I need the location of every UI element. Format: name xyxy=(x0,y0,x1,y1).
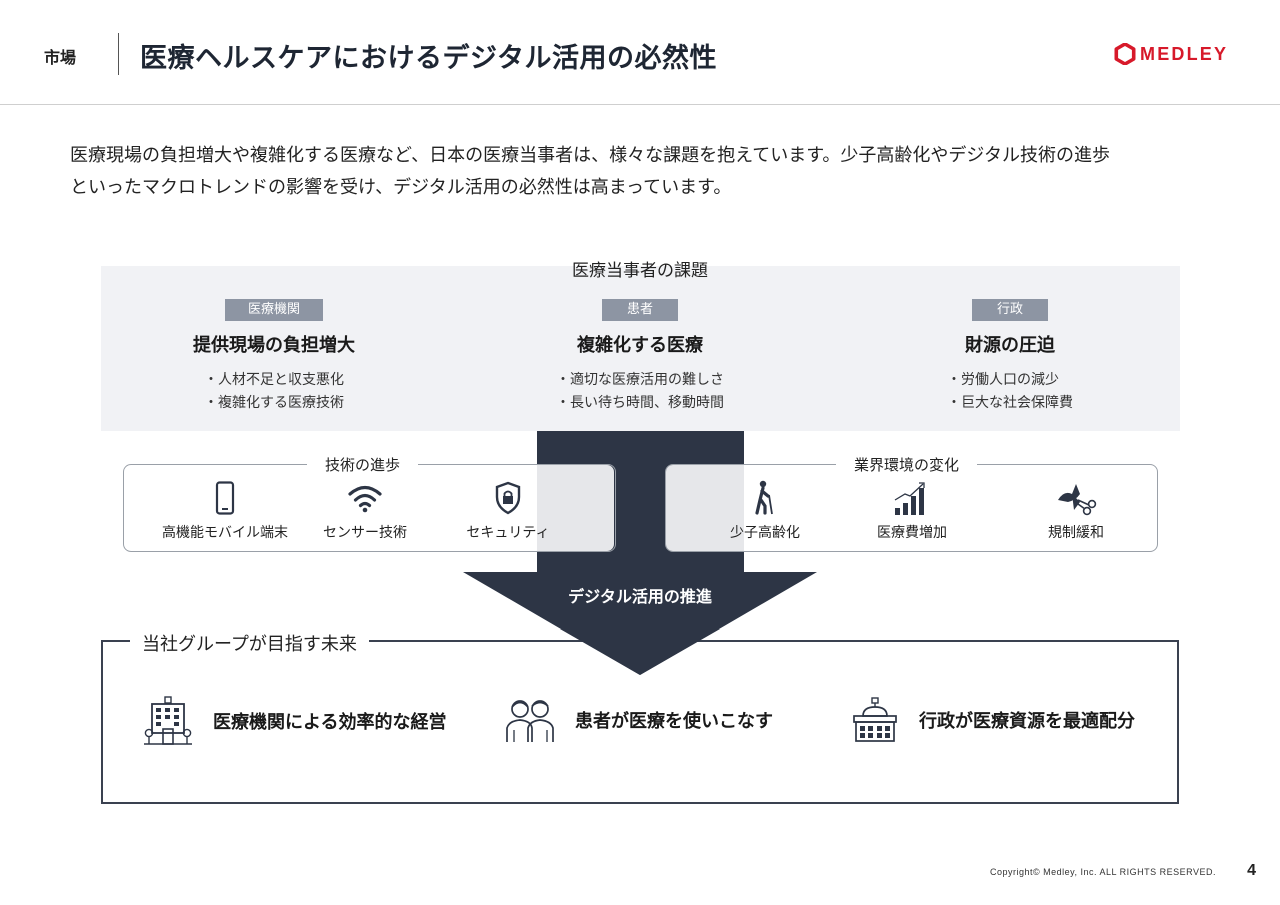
challenge-point: ・人材不足と収支悪化 xyxy=(204,372,344,388)
section-label: 市場 xyxy=(44,48,77,67)
challenge-tag: 行政 xyxy=(972,299,1048,321)
goal-text: 行政が医療資源を最適配分 xyxy=(919,711,1135,732)
medley-logo: MEDLEY xyxy=(1114,43,1228,65)
industry-change-label: 業界環境の変化 xyxy=(836,454,978,475)
challenge-title: 財源の圧迫 xyxy=(965,335,1055,356)
challenge-column-patient: 患者 複雑化する医療 ・適切な医療活用の難しさ ・長い待ち時間、移動時間 xyxy=(460,298,820,415)
header-divider xyxy=(118,33,119,75)
tech-item-security: セキュリティ xyxy=(438,480,578,542)
patients-icon xyxy=(506,700,554,742)
goal-hospital: 医療機関による効率的な経営 xyxy=(143,696,446,746)
goal-text: 医療機関による効率的な経営 xyxy=(213,712,447,733)
challenge-points: ・人材不足と収支悪化 ・複雑化する医療技術 xyxy=(204,369,344,415)
header-rule xyxy=(0,104,1280,105)
wifi-icon xyxy=(348,485,382,513)
shield-lock-icon xyxy=(495,481,521,515)
tech-item-label: 高機能モバイル端末 xyxy=(162,525,288,541)
industry-item-label: 医療費増加 xyxy=(877,525,947,541)
tech-progress-label: 技術の進歩 xyxy=(307,454,419,475)
challenge-points: ・労働人口の減少 ・巨大な社会保障費 xyxy=(947,369,1073,415)
page-title: 医療ヘルスケアにおけるデジタル活用の必然性 xyxy=(140,43,717,74)
challenge-tag: 患者 xyxy=(602,299,678,321)
goal-patient: 患者が医療を使いこなす xyxy=(505,696,773,744)
challenge-point: ・長い待ち時間、移動時間 xyxy=(556,395,724,411)
hospital-building-icon xyxy=(144,696,192,745)
future-label: 当社グループが目指す未来 xyxy=(130,630,369,656)
industry-item-label: 少子高齢化 xyxy=(730,525,800,541)
challenge-tag: 医療機関 xyxy=(225,299,323,321)
industry-item-aging: 少子高齢化 xyxy=(695,480,835,542)
challenges-panel xyxy=(101,266,1180,431)
goal-government: 行政が医療資源を最適配分 xyxy=(851,696,1135,744)
industry-item-deregulation: 規制緩和 xyxy=(1006,480,1146,542)
industry-box-overlap xyxy=(666,465,744,551)
challenge-title: 提供現場の負担増大 xyxy=(193,335,355,356)
challenge-column-government: 行政 財源の圧迫 ・労働人口の減少 ・巨大な社会保障費 xyxy=(830,298,1190,415)
page-number: 4 xyxy=(1247,862,1256,879)
challenge-title: 複雑化する医療 xyxy=(577,335,703,356)
tech-item-sensor: センサー技術 xyxy=(295,480,435,542)
logo-text: MEDLEY xyxy=(1140,43,1229,64)
tech-item-mobile: 高機能モバイル端末 xyxy=(155,480,295,542)
challenges-heading: 医療当事者の課題 xyxy=(572,261,708,281)
tech-box-overlap xyxy=(537,465,614,551)
government-building-icon xyxy=(853,697,897,742)
challenge-column-hospital: 医療機関 提供現場の負担増大 ・人材不足と収支悪化 ・複雑化する医療技術 xyxy=(94,298,454,415)
smartphone-icon xyxy=(215,481,235,515)
challenge-point: ・労働人口の減少 xyxy=(947,372,1059,388)
challenge-point: ・複雑化する医療技術 xyxy=(204,395,344,411)
copyright: Copyright© Medley, Inc. ALL RIGHTS RESER… xyxy=(989,867,1216,877)
goal-text: 患者が医療を使いこなす xyxy=(575,711,773,732)
challenge-points: ・適切な医療活用の難しさ ・長い待ち時間、移動時間 xyxy=(556,369,724,415)
scissors-cutting-tape-icon xyxy=(1058,484,1097,516)
rising-bar-chart-icon xyxy=(894,482,925,515)
tech-item-label: セキュリティ xyxy=(466,525,550,541)
challenge-point: ・巨大な社会保障費 xyxy=(947,395,1073,411)
intro-text: 医療現場の負担増大や複雑化する医療など、日本の医療当事者は、様々な課題を抱えてい… xyxy=(70,140,1230,204)
industry-item-medical-cost: 医療費増加 xyxy=(842,480,982,542)
challenge-point: ・適切な医療活用の難しさ xyxy=(556,372,724,388)
elderly-walker-icon xyxy=(755,480,773,515)
intro-line-1: 医療現場の負担増大や複雑化する医療など、日本の医療当事者は、様々な課題を抱えてい… xyxy=(70,145,1111,166)
industry-item-label: 規制緩和 xyxy=(1048,525,1104,541)
medley-logo-icon xyxy=(1114,43,1136,65)
digital-push-label: デジタル活用の推進 xyxy=(568,587,712,606)
tech-item-label: センサー技術 xyxy=(323,525,407,541)
intro-line-2: といったマクロトレンドの影響を受け、デジタル活用の必然性は高まっています。 xyxy=(70,177,732,198)
